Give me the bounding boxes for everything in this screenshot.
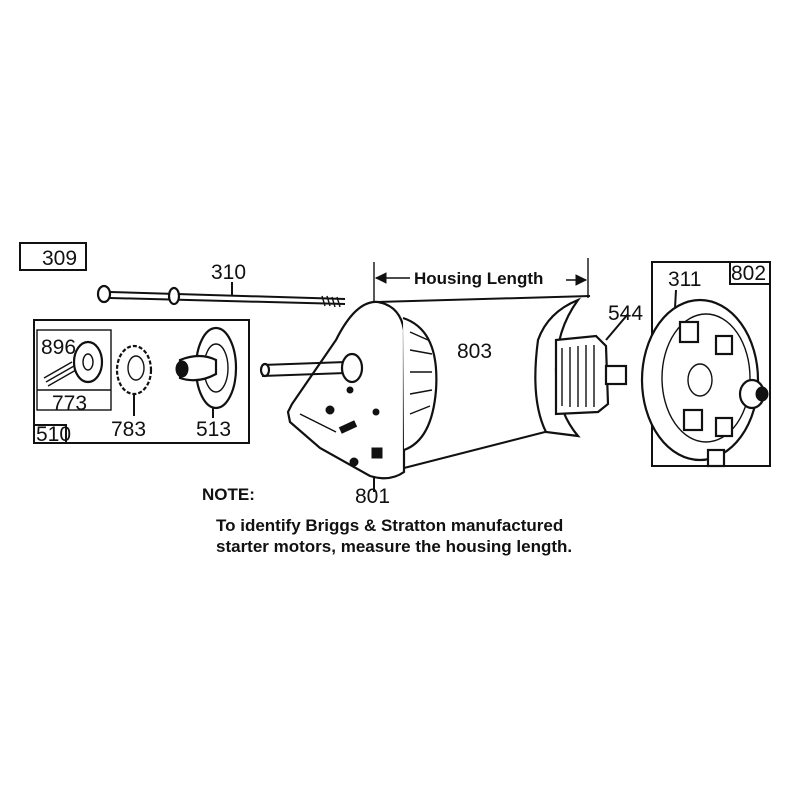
part-309-callout: 309 <box>19 242 87 271</box>
part-803-label: 803 <box>457 340 492 363</box>
part-896-label: 896 <box>41 336 76 359</box>
note-line-1: To identify Briggs & Stratton manufactur… <box>216 516 564 535</box>
part-783-label: 783 <box>111 418 146 441</box>
housing-length-dimension: Housing Length <box>373 258 589 302</box>
part-310-bolt: 310 <box>96 261 346 308</box>
part-513-label: 513 <box>196 418 231 441</box>
part-510-label: 510 <box>36 423 71 446</box>
part-773-label: 773 <box>52 392 87 415</box>
part-802-endcap: 802 311 <box>640 261 771 468</box>
part-309-label: 309 <box>42 247 77 270</box>
part-310-label: 310 <box>211 261 246 284</box>
part-544-label: 544 <box>608 302 643 325</box>
part-510-kit: 510 773 896 783 513 <box>33 319 250 446</box>
housing-length-label: Housing Length <box>414 269 543 288</box>
note-title: NOTE: <box>202 485 255 504</box>
part-801-bracket: 801 <box>286 300 406 508</box>
part-801-label: 801 <box>355 485 390 508</box>
part-802-label: 802 <box>731 262 766 285</box>
part-803-housing: 803 <box>377 295 591 469</box>
part-311-label: 311 <box>668 268 701 291</box>
armature-shaft <box>259 352 364 384</box>
note-line-2: starter motors, measure the housing leng… <box>216 537 573 556</box>
note-text: To identify Briggs & Stratton manufactur… <box>216 515 686 557</box>
part-544-armature: 544 <box>554 302 643 416</box>
